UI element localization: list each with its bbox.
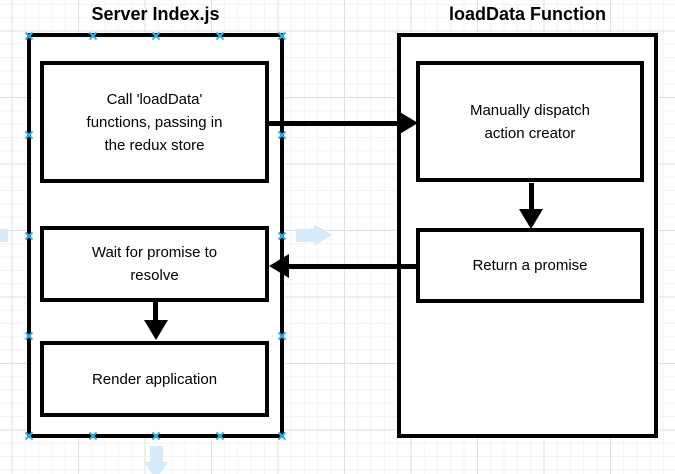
connection-point-icon[interactable]	[278, 432, 287, 441]
connection-point-icon[interactable]	[25, 432, 34, 441]
connection-point-icon[interactable]	[152, 32, 161, 41]
edge-shaft	[529, 183, 534, 211]
arrowhead-down-icon	[144, 320, 168, 340]
node-call-loaddata[interactable]: Call 'loadData' functions, passing in th…	[40, 61, 269, 183]
edge-shaft	[267, 121, 400, 126]
connection-point-icon[interactable]	[25, 131, 34, 140]
direction-down-icon	[150, 446, 163, 462]
group-title-loaddata-function[interactable]: loadData Function	[449, 4, 606, 24]
node-return-promise[interactable]: Return a promise	[416, 228, 644, 303]
connection-point-icon[interactable]	[25, 32, 34, 41]
node-wait-promise-label: Wait for promise to resolve	[91, 244, 218, 284]
connection-point-icon[interactable]	[216, 32, 225, 41]
node-render-app[interactable]: Render application	[40, 341, 269, 417]
connection-point-icon[interactable]	[216, 432, 225, 441]
node-wait-promise[interactable]: Wait for promise to resolve	[40, 226, 269, 302]
connection-point-icon[interactable]	[152, 432, 161, 441]
connection-point-icon[interactable]	[278, 32, 287, 41]
node-render-app-label: Render application	[91, 370, 218, 388]
node-return-promise-label: Return a promise	[472, 257, 588, 274]
connection-point-icon[interactable]	[278, 332, 287, 341]
direction-left-icon	[0, 229, 8, 242]
arrowhead-left-icon	[269, 254, 289, 278]
node-dispatch-action-label: Manually dispatch action creator	[469, 101, 591, 142]
direction-right-icon	[314, 224, 332, 246]
group-title-server-index[interactable]: Server Index.js	[91, 4, 220, 24]
node-call-loaddata-label: Call 'loadData' functions, passing in th…	[86, 90, 223, 154]
edge-shaft	[288, 264, 417, 269]
direction-down-icon	[144, 462, 168, 474]
connection-point-icon[interactable]	[89, 32, 98, 41]
edge-shaft	[153, 301, 158, 322]
arrowhead-down-icon	[519, 209, 543, 229]
connection-point-icon[interactable]	[278, 131, 287, 140]
arrowhead-right-icon	[398, 111, 418, 135]
connection-point-icon[interactable]	[25, 232, 34, 241]
connection-point-icon[interactable]	[25, 332, 34, 341]
node-dispatch-action[interactable]: Manually dispatch action creator	[416, 61, 644, 182]
connection-point-icon[interactable]	[278, 232, 287, 241]
direction-right-icon	[296, 229, 314, 242]
connection-point-icon[interactable]	[89, 432, 98, 441]
